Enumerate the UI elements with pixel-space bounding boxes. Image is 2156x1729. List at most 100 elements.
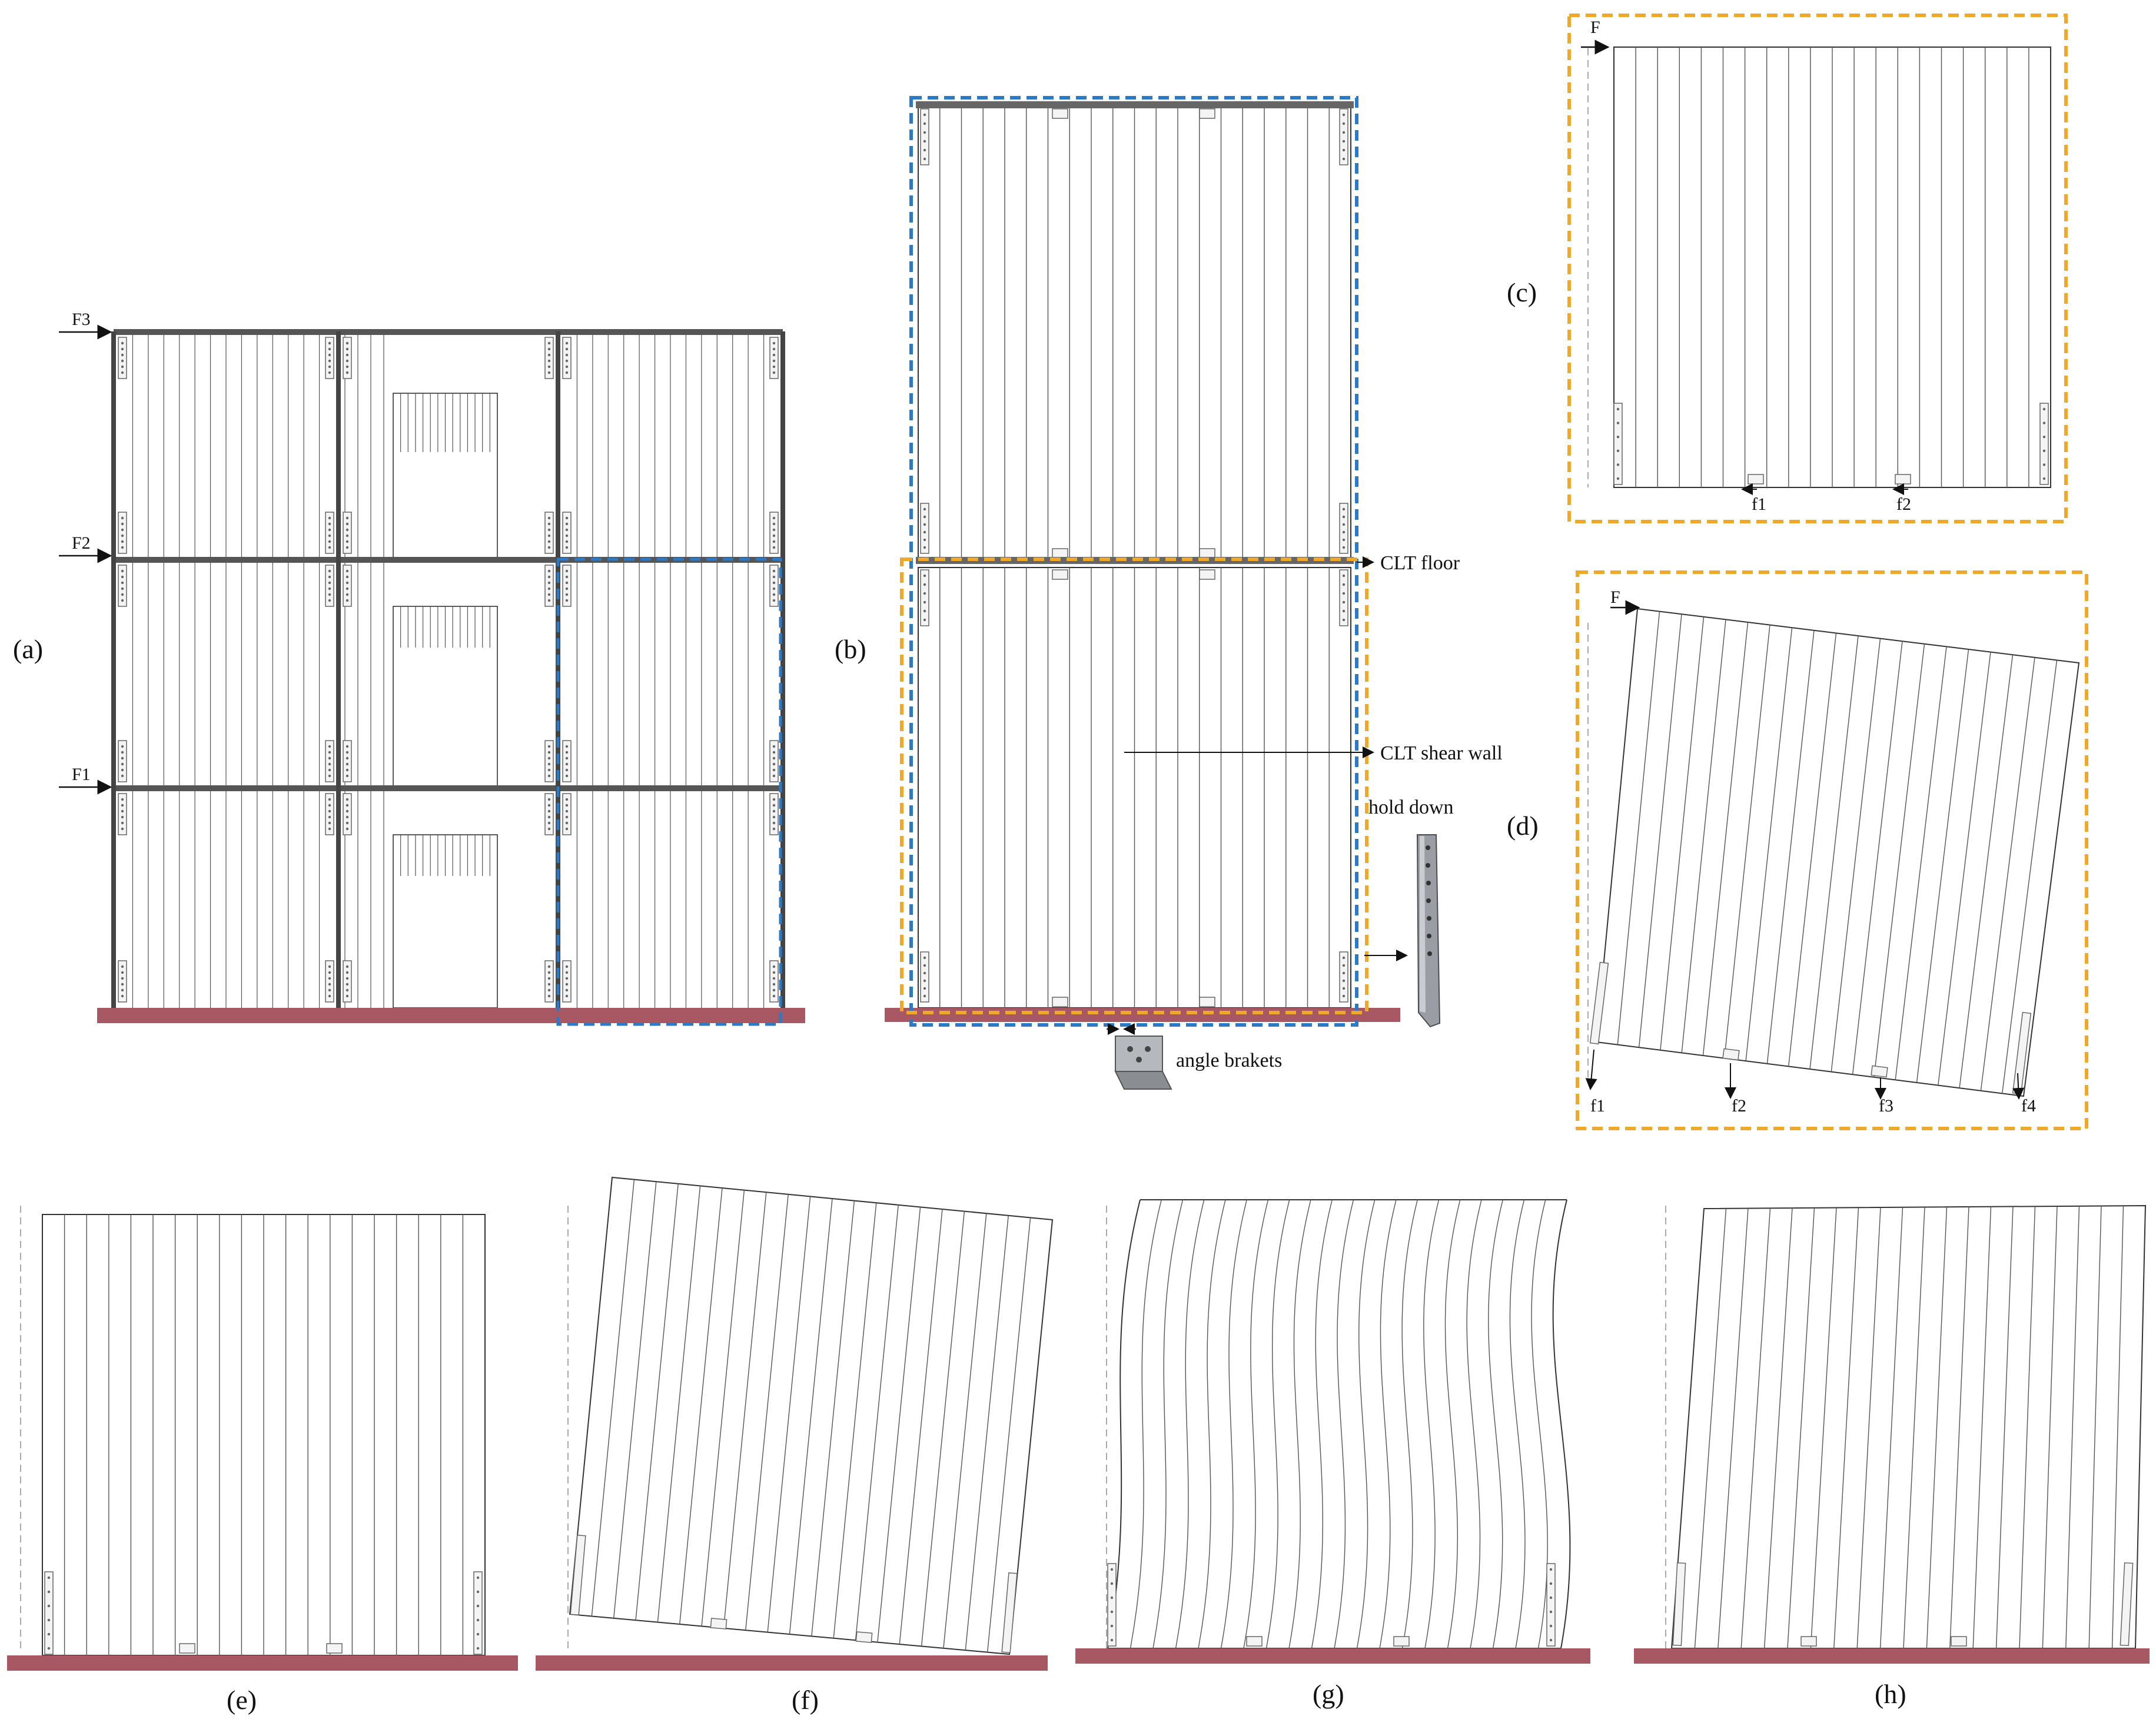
angle-bracket-icon xyxy=(855,1631,873,1643)
hold-down-bolt xyxy=(328,347,331,351)
hold-down-bolt xyxy=(923,979,926,983)
board-line xyxy=(1995,1206,2014,1649)
angle-bracket-icon xyxy=(1748,474,1764,484)
hold-down-icon xyxy=(1107,1563,1117,1647)
board-line xyxy=(1509,1199,1526,1649)
hold-down-bolt xyxy=(1616,449,1620,452)
storey-cell xyxy=(562,791,779,1008)
board-line xyxy=(1379,1199,1397,1649)
hold-down-bolt xyxy=(328,988,331,992)
hold-down-bolt xyxy=(565,983,569,986)
hold-down-bolt xyxy=(1110,1596,1114,1599)
hold-down-icon xyxy=(325,740,334,782)
hold-down-bolt xyxy=(547,751,551,754)
angle-brackets-label: angle brakets xyxy=(1176,1050,1282,1071)
hold-down-bolt xyxy=(328,751,331,754)
foundation-h xyxy=(1634,1648,2150,1664)
board-line xyxy=(591,1179,635,1617)
hold-down-bolt xyxy=(328,756,331,760)
hold-down-icon xyxy=(118,337,127,379)
storey-cell xyxy=(343,335,554,560)
hold-down-bolt xyxy=(346,371,349,374)
hold-down-bolt xyxy=(328,798,331,801)
hold-down-bolt xyxy=(346,994,349,998)
hold-down-bolt xyxy=(121,528,124,532)
hold-down-bolt xyxy=(1342,122,1346,125)
hold-down-bolt xyxy=(328,983,331,986)
hold-down-bolt xyxy=(1342,583,1346,586)
clt-floor-label: CLT floor xyxy=(1380,552,1460,574)
reaction-f4-d: f4 xyxy=(2012,1073,2036,1116)
hold-down-bolt xyxy=(328,804,331,807)
panel-a-label: (a) xyxy=(13,634,43,664)
hold-down-bolt xyxy=(346,347,349,351)
board-line xyxy=(1916,649,1969,1083)
force-f1: F1 xyxy=(59,765,112,795)
hold-down-bolt xyxy=(547,774,551,778)
hold-down-bolt xyxy=(565,774,569,778)
hold-down-bolt xyxy=(121,575,124,579)
board-line xyxy=(1107,1199,1141,1649)
panel-b-label: (b) xyxy=(835,634,866,664)
panel-e: (e) xyxy=(7,1206,518,1715)
hold-down-bolt xyxy=(47,1576,51,1579)
hold-down-bolt xyxy=(1342,609,1346,613)
hold-down-bolt xyxy=(565,798,569,801)
hold-down-bolt xyxy=(772,534,776,537)
board-line xyxy=(1895,646,1947,1080)
hold-down-bolt xyxy=(121,599,124,602)
hold-down-bolt xyxy=(346,575,349,579)
hold-down-bolt xyxy=(121,827,124,831)
reaction-f2-c: f2 xyxy=(1892,483,1911,514)
hold-down-bolt xyxy=(346,804,349,807)
clt-floor-slab xyxy=(114,785,783,791)
hold-down-bolt xyxy=(121,516,124,520)
hold-down-bolt xyxy=(121,593,124,596)
hold-down-bolt xyxy=(476,1647,480,1650)
hold-down-bolt xyxy=(2042,436,2046,439)
hold-down-bolt xyxy=(772,745,776,748)
hold-down-bolt xyxy=(328,994,331,998)
hold-down-icon xyxy=(562,512,572,554)
board-line xyxy=(635,1183,679,1621)
angle-bracket-icon xyxy=(179,1643,195,1654)
hold-down-bolt xyxy=(772,353,776,357)
hold-down-icon xyxy=(2039,403,2049,485)
force-f2-label: F2 xyxy=(72,533,91,553)
angle-bracket-icon xyxy=(1722,1048,1740,1061)
hold-down-bolt xyxy=(346,971,349,974)
hold-down-bolt xyxy=(565,762,569,766)
force-f3: F3 xyxy=(59,310,112,340)
hold-down-bolt xyxy=(1342,538,1346,542)
board-line xyxy=(657,1186,701,1622)
hold-down-bolt xyxy=(547,745,551,748)
hold-down-bolt xyxy=(2042,463,2046,466)
board-line xyxy=(877,1207,921,1642)
hold-down-bolt xyxy=(328,534,331,537)
hold-down-bolt xyxy=(2042,477,2046,480)
hold-down-bolt xyxy=(772,798,776,801)
board-line xyxy=(1401,1199,1418,1649)
board-line xyxy=(1810,1207,1837,1649)
hold-down-bolt xyxy=(547,581,551,585)
hold-down-bolt xyxy=(772,804,776,807)
hold-down-bolt xyxy=(328,365,331,369)
hold-down-bolt xyxy=(346,359,349,363)
board-line xyxy=(1466,1199,1482,1649)
hold-down-bolt xyxy=(772,359,776,363)
board-line xyxy=(1856,1207,1881,1649)
hold-down-bolt xyxy=(121,522,124,526)
hold-down-icon xyxy=(544,565,554,607)
hold-down-icon xyxy=(343,565,352,607)
hold-down-bolt xyxy=(328,359,331,363)
hold-down-icon xyxy=(920,569,929,626)
hold-down-bolt xyxy=(1110,1638,1114,1642)
hold-down-bolt xyxy=(772,347,776,351)
reaction-f2-d: f2 xyxy=(1725,1063,1746,1116)
panel-b: CLT floor CLT shear wall hold down xyxy=(835,96,1503,1090)
board-line xyxy=(1531,1199,1548,1649)
hold-down-bolt xyxy=(346,546,349,549)
hold-down-icon xyxy=(118,512,127,554)
hold-down-bolt xyxy=(2042,407,2046,411)
hold-down-bolt xyxy=(923,600,926,604)
